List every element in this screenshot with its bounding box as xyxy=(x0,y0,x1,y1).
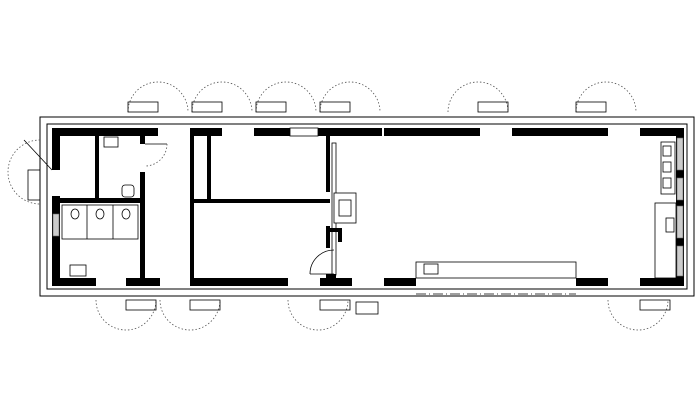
urinal xyxy=(121,208,131,220)
door-leaf xyxy=(125,299,157,311)
exterior-walls xyxy=(52,128,684,286)
room-partition xyxy=(207,136,211,200)
door-swing-arc xyxy=(447,81,509,113)
chimney-side xyxy=(338,228,342,242)
bottom-wall-segment xyxy=(320,278,352,286)
door-swing-arc xyxy=(191,81,253,113)
door-swing-arc xyxy=(159,299,221,331)
top-wall-segment xyxy=(640,128,684,136)
door-leaf xyxy=(191,101,223,113)
room-divider-wall xyxy=(190,199,330,203)
kitchen-sink xyxy=(423,263,439,275)
top-door-swings xyxy=(127,81,637,137)
right-sinks xyxy=(654,141,677,279)
door-swing-arc xyxy=(255,81,317,113)
interior-door-swings xyxy=(144,143,335,275)
inner-envelope-line xyxy=(46,123,688,290)
bottom-wall-segment xyxy=(640,278,684,286)
window-right xyxy=(676,245,684,277)
bottom-door-swings xyxy=(95,299,671,331)
wc-corridor-wall xyxy=(60,198,140,203)
outdoor-sink xyxy=(355,301,379,315)
outer-envelope-line xyxy=(39,116,695,297)
door-swing-arc xyxy=(7,139,41,205)
top-wall-segment xyxy=(318,128,382,136)
top-wall-segment xyxy=(384,128,480,136)
door-swing-arc xyxy=(607,299,669,331)
door-leaf xyxy=(575,101,607,113)
right-windows xyxy=(676,137,684,277)
bottom-wall-segment xyxy=(576,278,608,286)
top-wall-segment xyxy=(254,128,290,136)
door-leaf xyxy=(189,299,221,311)
chimney-base xyxy=(328,228,342,232)
door-swing-arc xyxy=(319,81,381,113)
window-left xyxy=(52,213,60,237)
hall-west-wall-upper xyxy=(326,136,330,192)
bottom-wall-segment xyxy=(384,278,416,286)
door-swing-arc xyxy=(144,143,168,167)
kitchen-counter xyxy=(415,261,577,295)
door-leaf xyxy=(477,101,509,113)
sink xyxy=(662,161,672,173)
window-right xyxy=(676,137,684,171)
door-leaf-inline xyxy=(289,127,319,137)
door-swing-arc xyxy=(127,81,189,113)
left-entrance xyxy=(7,139,53,205)
sink xyxy=(662,177,672,189)
stove-core xyxy=(338,199,352,217)
top-wall-segment xyxy=(512,128,608,136)
window-right xyxy=(676,205,684,239)
corridor-west-wall xyxy=(140,172,145,278)
left-wall-segment xyxy=(52,196,60,286)
sink-counter xyxy=(660,141,676,195)
door-swing-arc xyxy=(287,299,349,331)
wc-fixtures xyxy=(61,136,139,277)
left-wall-segment xyxy=(52,128,60,170)
window-right xyxy=(676,177,684,201)
door-leaf xyxy=(639,299,671,311)
urinal-bank xyxy=(61,204,139,240)
side-cabinet xyxy=(654,202,677,279)
hall-west-wall-lower xyxy=(326,226,330,248)
door-leaf-open xyxy=(23,139,53,171)
interior-walls xyxy=(60,136,337,280)
washbasin xyxy=(103,136,119,148)
building-envelope xyxy=(39,116,695,297)
partition-stub xyxy=(140,136,145,144)
door-swing-arc xyxy=(575,81,637,113)
bottom-wall-segment xyxy=(126,278,160,286)
washbasin xyxy=(69,264,87,277)
door-leaf xyxy=(255,101,287,113)
urinal xyxy=(70,208,80,220)
stove xyxy=(328,192,357,242)
cabinet-sink xyxy=(665,217,675,233)
sink xyxy=(662,145,672,157)
door-leaf xyxy=(127,101,159,113)
door-leaf xyxy=(319,101,351,113)
door-leaf xyxy=(27,169,41,201)
top-wall-segment xyxy=(52,128,158,136)
top-wall-segment xyxy=(190,128,222,136)
bottom-wall-segment xyxy=(190,278,288,286)
hall-wall-base xyxy=(326,274,336,280)
door-swing-arc xyxy=(309,249,335,275)
counter-top xyxy=(415,261,577,279)
toilet xyxy=(121,184,135,198)
urinal xyxy=(95,208,105,220)
wc-partition xyxy=(95,136,99,200)
bottom-wall-segment xyxy=(52,278,96,286)
door-swing-arc xyxy=(95,299,157,331)
corridor-east-wall xyxy=(190,136,194,280)
door-leaf xyxy=(319,299,351,311)
